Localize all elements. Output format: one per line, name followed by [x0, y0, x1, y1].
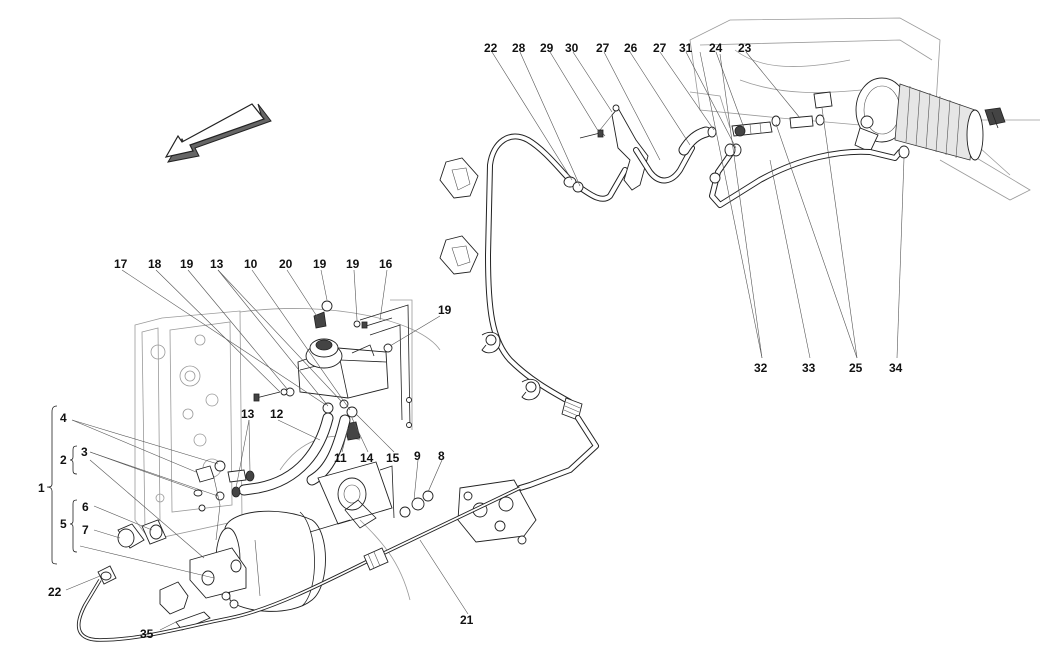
cable-clip-22	[97, 565, 117, 585]
callout-16: 16	[379, 257, 393, 271]
clip-34	[898, 145, 910, 159]
callout-19-b: 19	[313, 257, 327, 271]
studs-8-9	[399, 490, 434, 518]
direction-arrow-icon	[164, 103, 272, 163]
callout-8: 8	[438, 449, 445, 463]
pipe-clip-22-top	[563, 176, 584, 193]
callout-12: 12	[270, 407, 284, 421]
hose-27	[633, 145, 695, 184]
leader-lines	[46, 51, 905, 631]
callout-17: 17	[114, 257, 128, 271]
callout-19-d: 19	[438, 303, 452, 317]
clamps-32	[709, 143, 736, 184]
connector-7	[117, 523, 145, 549]
hose-fitting-25	[813, 91, 833, 109]
throttle-flange	[457, 479, 537, 545]
callout-2: 2	[60, 453, 67, 467]
callout-10: 10	[244, 257, 258, 271]
pipe-clips-loose	[439, 157, 541, 401]
callout-34: 34	[889, 361, 903, 375]
bellows-clamp	[984, 107, 1006, 129]
callout-4: 4	[60, 411, 67, 425]
callout-28: 28	[512, 41, 526, 55]
callout-3: 3	[81, 445, 88, 459]
bolt-29	[579, 129, 604, 139]
callout-29: 29	[540, 41, 554, 55]
callout-31: 31	[679, 41, 693, 55]
vacuum-pipe-lower	[517, 415, 599, 491]
callout-23: 23	[738, 41, 752, 55]
booster-block-6	[189, 547, 247, 599]
washer-19-group	[285, 300, 393, 397]
callout-15: 15	[386, 451, 400, 465]
intake-plenum-ghost	[689, 17, 1040, 201]
callout-32: 32	[754, 361, 768, 375]
pipe-fittings-2-4	[193, 460, 255, 541]
connector-5	[141, 519, 167, 545]
callout-1: 1	[38, 481, 45, 495]
callout-27-b: 27	[653, 41, 667, 55]
check-valve-24	[731, 121, 773, 137]
screw-17-18	[253, 388, 288, 402]
pushrod-link	[309, 519, 351, 533]
reservoir-bracket	[359, 304, 412, 429]
callout-6: 6	[82, 500, 89, 514]
callout-19-a: 19	[180, 257, 194, 271]
callout-35: 35	[140, 627, 154, 641]
callout-9: 9	[414, 449, 421, 463]
callout-7: 7	[82, 523, 89, 537]
callout-33: 33	[802, 361, 816, 375]
callout-22-top: 22	[484, 41, 498, 55]
intake-bellows	[894, 83, 984, 161]
booster-mounting-plate	[317, 461, 395, 529]
callout-20: 20	[279, 257, 293, 271]
callout-30: 30	[565, 41, 579, 55]
callout-labels: 22 28 29 30 27 26 27 31 24 23 17 18 19 1…	[38, 41, 903, 641]
callout-13-b: 13	[241, 407, 255, 421]
callout-21: 21	[460, 613, 474, 627]
cable-21	[76, 486, 521, 642]
sleeve-23	[789, 114, 825, 129]
pipe-33	[709, 148, 903, 208]
brake-fluid-reservoir	[297, 338, 389, 399]
hose-12	[238, 412, 351, 496]
callout-5: 5	[60, 517, 67, 531]
callout-14: 14	[360, 451, 374, 465]
hose-26	[678, 126, 717, 156]
callout-18: 18	[148, 257, 162, 271]
callout-27-a: 27	[596, 41, 610, 55]
screw-16	[361, 317, 393, 329]
callout-19-c: 19	[346, 257, 360, 271]
callout-25: 25	[849, 361, 863, 375]
callout-26: 26	[624, 41, 638, 55]
vacuum-pipe-rigid	[485, 133, 576, 405]
callout-11: 11	[334, 451, 347, 465]
callout-13-a: 13	[210, 257, 224, 271]
callout-24: 24	[709, 41, 723, 55]
callout-22-bottom: 22	[48, 585, 62, 599]
